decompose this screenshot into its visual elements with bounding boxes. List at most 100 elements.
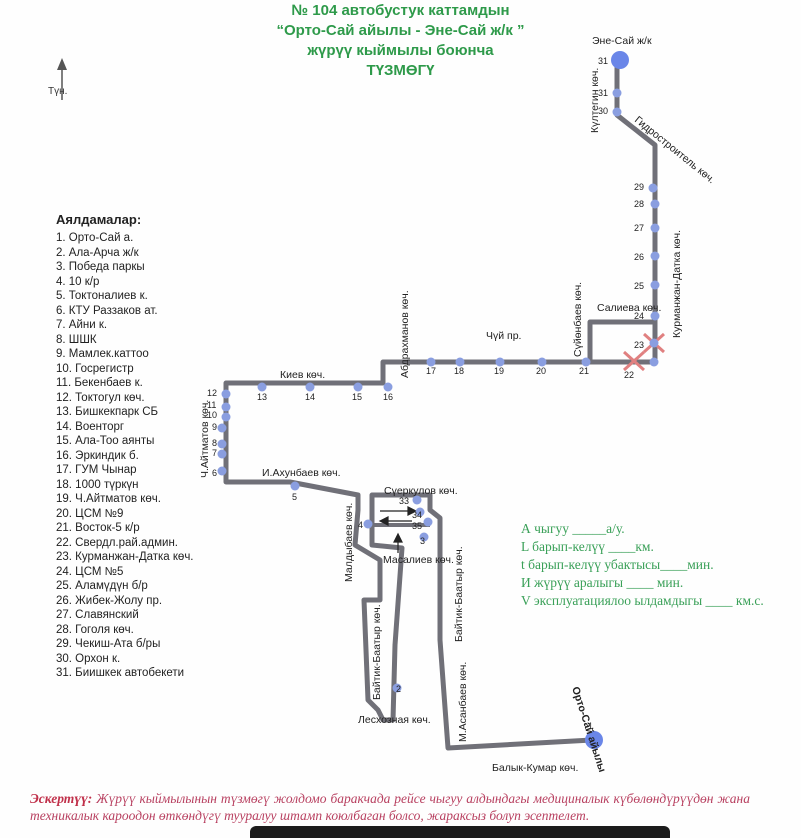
stop-list-item: 6. КТУ Раззаков ат. <box>56 304 158 317</box>
street-kultegin: Күлтегин көч. <box>589 68 601 133</box>
stop-list-item: 28. Гоголя көч. <box>56 623 134 636</box>
stop-list-item: 15. Ала-Тоо аянты <box>56 435 155 447</box>
stop-dot <box>221 412 231 422</box>
stop-dot <box>612 107 622 117</box>
stop-number-15: 15 <box>352 392 362 402</box>
stop-number-22: 22 <box>624 370 634 380</box>
street-chuy: Чүй пр. <box>486 330 521 342</box>
stop-dot <box>650 251 660 261</box>
stop-number-4: 4 <box>358 520 363 530</box>
direction-arrows <box>378 506 418 553</box>
stop-dot <box>650 199 660 209</box>
terminal-start-label: Орто-Сай айылы <box>569 685 608 774</box>
street-abdrakhmanov: Абдрахманов көч. <box>399 290 411 378</box>
street-aitmatov: Ч.Айтматов көч. <box>199 400 211 478</box>
street-baitik-2: Байтик-Баатыр көч. <box>371 604 383 700</box>
note-label: Эскертүү: <box>30 791 93 806</box>
form-line: t барып-келүү убактысы____мин. <box>521 557 714 572</box>
stop-number-31-top: 31 <box>598 56 608 66</box>
stop-list-item: 30. Орхон к. <box>56 652 121 665</box>
stop-dot <box>221 389 231 399</box>
form-line: И жүрүү аралыгы ____ мин. <box>521 575 684 590</box>
stop-list-item: 3. Победа паркы <box>56 261 145 273</box>
stop-number-5: 5 <box>292 492 297 502</box>
stop-number-16: 16 <box>383 392 393 402</box>
stop-number-7: 7 <box>212 448 217 458</box>
stop-number-24: 24 <box>634 311 644 321</box>
stop-dot <box>648 183 658 193</box>
stop-number-35: 35 <box>412 521 422 531</box>
stop-number-9: 9 <box>212 422 217 432</box>
stop-dot <box>415 507 425 517</box>
stops-list: 1. Орто-Сай а. 2. Ала-Арча ж/к 3. Победа п… <box>56 231 194 681</box>
street-baitik-1: Байтик-Баатыр көч. <box>453 546 465 642</box>
title-line-3: жүрүү кыймылы боюнча <box>307 42 494 59</box>
stop-number-23: 23 <box>634 340 644 350</box>
stop-list-item: 1. Орто-Сай а. <box>56 232 134 244</box>
stop-number-26: 26 <box>634 252 644 262</box>
stop-list-item: 13. Бишкекпарк СБ <box>56 406 159 418</box>
stop-list-item: 7. Айни к. <box>56 319 108 331</box>
stop-number-29: 29 <box>634 182 644 192</box>
terminal-end-label: Эне-Сай ж/к <box>592 35 652 47</box>
stop-number-19: 19 <box>494 366 504 376</box>
street-asanbaev: М.Асанбаев көч. <box>457 662 469 742</box>
stop-number-28: 28 <box>634 199 644 209</box>
stop-list-item: 19. Ч.Айтматов көч. <box>56 493 161 505</box>
stops-heading: Аялдамалар: <box>56 212 142 227</box>
stop-list-item: 9. Мамлек.каттоо <box>56 348 149 360</box>
title-line-2: “Орто-Сай айылы - Эне-Сай ж/к ” <box>276 22 525 39</box>
stop-number-17: 17 <box>426 366 436 376</box>
stop-number-25: 25 <box>634 281 644 291</box>
stop-dot <box>455 357 465 367</box>
stop-dot <box>217 423 227 433</box>
stop-dot <box>392 683 402 693</box>
note: Эскертүү: Жүрүү кыймылынын түзмөгү жолдо… <box>30 790 750 824</box>
stop-list-item: 8. ШШК <box>56 333 97 346</box>
stop-number-1: 1 <box>588 721 593 731</box>
street-kiev: Киев көч. <box>280 369 325 381</box>
stop-list-item: 24. ЦСМ №5 <box>56 565 124 578</box>
stop-number-10: 10 <box>207 410 217 420</box>
stop-list-item: 20. ЦСМ №9 <box>56 507 124 520</box>
stop-list-item: 22. Свердл.рай.админ. <box>56 536 179 549</box>
stop-number-11: 11 <box>207 400 216 410</box>
street-suyunbaev: Сүйөнбаев көч. <box>572 282 584 357</box>
stop-number-8: 8 <box>212 438 217 448</box>
route-line <box>223 62 658 751</box>
stop-number-6: 6 <box>212 468 217 478</box>
stop-number-3: 3 <box>420 536 425 546</box>
stop-dot <box>217 439 227 449</box>
bottom-bar <box>250 826 670 838</box>
stop-number-13: 13 <box>257 392 267 402</box>
terminal-end-marker <box>611 51 629 69</box>
street-kurmanjan: Курманжан-Датка көч. <box>671 230 683 338</box>
stop-dot <box>495 357 505 367</box>
stop-number-30: 30 <box>598 106 608 116</box>
street-akhunbaev: И.Ахунбаев көч. <box>262 467 341 479</box>
stop-list-item: 16. Эркиндик б. <box>56 449 139 462</box>
stop-number-33: 33 <box>399 496 409 506</box>
stop-dot <box>581 357 591 367</box>
stop-dot <box>257 382 267 392</box>
north-arrow-icon <box>57 58 67 100</box>
stop-list-item: 21. Восток-5 к/р <box>56 522 140 534</box>
street-salieva: Салиева көч. <box>597 302 661 314</box>
stop-list-item: 2. Ала-Арча ж/к <box>56 246 139 259</box>
stop-number-2: 2 <box>396 684 401 694</box>
stop-dot <box>650 280 660 290</box>
stop-list-item: 5. Токтоналиев к. <box>56 290 148 302</box>
stop-number-14: 14 <box>305 392 315 402</box>
street-balyk: Балык-Кумар көч. <box>492 762 578 774</box>
stop-list-item: 26. Жибек-Жолу пр. <box>56 594 163 607</box>
stop-dot <box>426 357 436 367</box>
stop-dot <box>537 357 547 367</box>
stop-list-item: 27. Славянский <box>56 609 139 621</box>
stop-list-item: 31. Биишкек автобекети <box>56 667 185 679</box>
stop-number-12: 12 <box>207 388 217 398</box>
form-line: L барып-келүү ____км. <box>521 539 654 554</box>
stop-dot <box>363 519 373 529</box>
stop-dot <box>305 382 315 392</box>
form-line: V эксплуатациялоо ылдамдыгы ____ км.с. <box>521 593 764 608</box>
title-line-4: ТҮЗМӨГҮ <box>366 62 435 79</box>
